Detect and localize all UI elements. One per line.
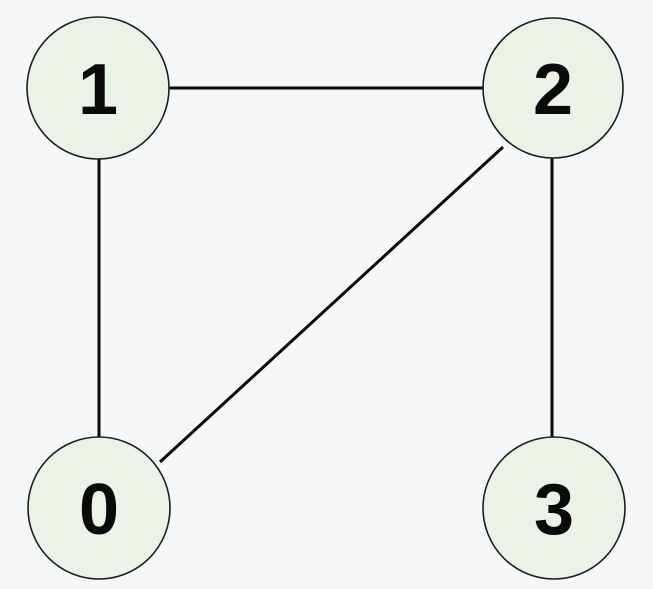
node-circle[interactable]	[482, 436, 626, 580]
node-0[interactable]: 0	[27, 436, 171, 580]
node-label: 1	[78, 50, 118, 130]
node-circle[interactable]	[482, 17, 624, 159]
node-2[interactable]: 2	[482, 17, 624, 159]
node-3[interactable]: 3	[482, 436, 626, 580]
edge-group	[97, 86, 554, 464]
node-circle[interactable]	[27, 436, 171, 580]
node-label: 0	[79, 470, 119, 550]
node-label: 3	[534, 470, 574, 550]
node-1[interactable]: 1	[26, 16, 170, 160]
node-label: 2	[533, 50, 573, 130]
edge-0-2	[158, 145, 505, 464]
node-circle[interactable]	[26, 16, 170, 160]
